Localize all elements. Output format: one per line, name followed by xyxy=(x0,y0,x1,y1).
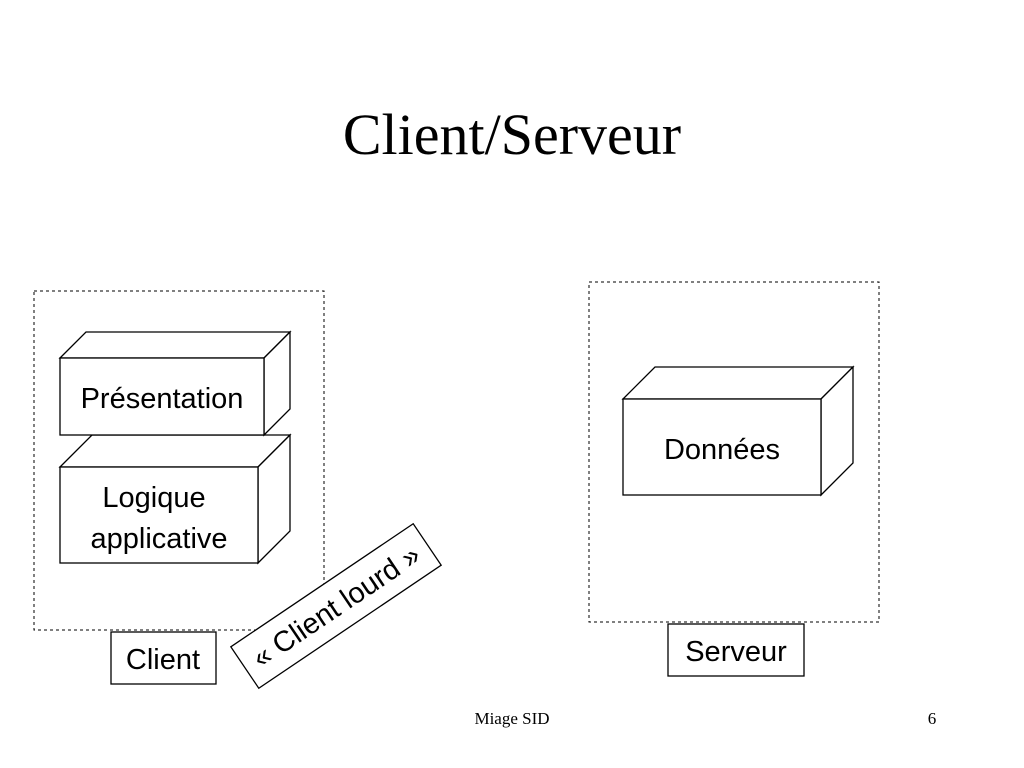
client-caption-text: Client xyxy=(126,644,200,676)
logic-box: Logique applicative xyxy=(58,433,292,565)
logic-label-line2: applicative xyxy=(90,523,227,555)
logic-label-line1: Logique xyxy=(102,482,205,514)
presentation-label: Présentation xyxy=(81,383,244,415)
slide-title: Client/Serveur xyxy=(342,102,682,167)
client-boundary xyxy=(33,290,325,631)
server-boundary xyxy=(588,281,880,623)
data-box: Données xyxy=(621,365,855,497)
data-label: Données xyxy=(664,434,780,466)
server-caption: Serveur xyxy=(667,623,805,677)
client-lourd-label: « Client lourd » xyxy=(247,539,427,675)
footer-center: Miage SID xyxy=(474,709,549,728)
server-caption-text: Serveur xyxy=(685,636,787,668)
presentation-box: Présentation xyxy=(58,330,292,437)
page-number: 6 xyxy=(928,709,937,728)
client-caption: Client xyxy=(110,631,217,685)
